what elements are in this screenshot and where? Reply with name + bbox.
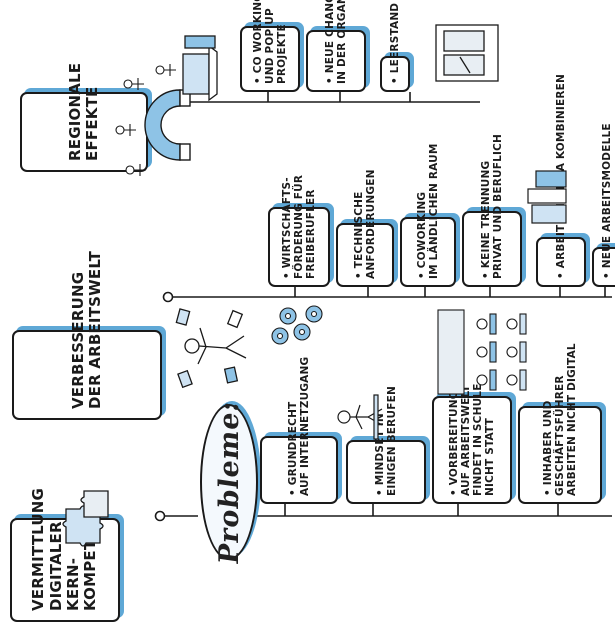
item-line: • Grundrecht <box>286 401 299 496</box>
header-line: Verbesserung <box>68 271 87 409</box>
item-line: • Technische <box>352 191 365 279</box>
gears-icon <box>271 305 323 345</box>
item-line: Geschäftsführer <box>553 375 566 496</box>
item-line: Freiberufler <box>305 189 318 279</box>
item-line: findet in Schule <box>472 383 484 496</box>
item-line: • Wirtschafts- <box>280 177 293 279</box>
item-line: • Mindset in <box>373 413 386 496</box>
item-technische: • Technische Anforderungen <box>336 169 394 287</box>
item-vorbereitung: • Vorbereitung auf Arbeitswelt findet in… <box>432 383 512 504</box>
desk-worker-icon <box>337 394 383 440</box>
item-line: privat und beruflich <box>492 134 504 279</box>
header-verbesserung: Verbesserung der Arbeitswelt <box>12 250 162 420</box>
header-line: Effekte <box>83 86 101 162</box>
item-line: Projekte <box>276 24 289 84</box>
item-line: auf Internetzugang <box>299 356 311 496</box>
item-line: • Vorbereitung <box>447 390 460 496</box>
item-line: förderung für <box>292 174 305 279</box>
item-neue-chancen: • Neue Chancen in der Organisation <box>306 0 366 92</box>
header-line: der Arbeitswelt <box>86 250 104 409</box>
node-dot-1 <box>154 510 166 522</box>
item-line: auf Arbeitswelt <box>459 384 472 496</box>
item-co-working: • Co Working und Pop up Projekte <box>240 0 300 92</box>
item-line: • Co Working <box>251 0 264 84</box>
item-keine-trennung: • Keine Trennung privat und beruflich <box>462 134 522 287</box>
item-line: • Leerstand <box>388 2 401 84</box>
item-grundrecht: • Grundrecht auf Internetzugang <box>260 356 338 504</box>
item-coworking: • Coworking im ländlichen Raum <box>400 143 456 287</box>
magnet-people-icon <box>115 64 191 176</box>
item-line: • Inhaber und <box>541 400 554 496</box>
item-inhaber: • Inhaber und Geschäftsführer arbeiten n… <box>518 343 602 504</box>
item-line: arbeiten nicht digital <box>566 343 579 496</box>
books-icon <box>527 170 567 224</box>
item-wirtschaftsfoerderung: • Wirtschafts- förderung für Freiberufle… <box>268 174 330 287</box>
header-line: Regionale <box>65 62 84 161</box>
item-leerstand: • Leerstand <box>380 2 410 92</box>
item-line: • Neue Arbeitsmodelle <box>600 123 613 279</box>
item-line: im ländlichen Raum <box>428 143 440 279</box>
laptop-desk-icon <box>182 35 218 102</box>
item-mindset: • Mindset in einigen Berufen <box>346 386 426 504</box>
item-line: nicht statt <box>484 418 497 496</box>
puzzle-pieces-icon <box>62 490 109 547</box>
vacant-shop-icon <box>435 24 499 82</box>
header-line: Vermittlung <box>29 488 48 611</box>
node-dot-2 <box>162 291 174 303</box>
problems-label: Probleme: <box>213 398 245 566</box>
item-arbeitsmodelle: • Neue Arbeitsmodelle <box>592 123 615 287</box>
item-line: • Neue Chancen <box>323 0 336 84</box>
problems-bubble: Probleme: <box>200 398 258 566</box>
item-line: Anforderungen <box>365 169 377 279</box>
item-line: • Keine Trennung <box>479 160 492 279</box>
item-line: • Coworking <box>415 191 428 279</box>
person-papers-icon <box>175 308 247 389</box>
item-line: und Pop up <box>263 8 276 84</box>
item-line: einigen Berufen <box>386 386 398 496</box>
item-line: • Arbeit und Kita kombinieren <box>555 74 567 279</box>
classroom-icon <box>437 309 527 395</box>
item-arbeit-kita: • Arbeit und Kita kombinieren <box>536 74 586 287</box>
item-line: in der Organisation <box>336 0 348 84</box>
